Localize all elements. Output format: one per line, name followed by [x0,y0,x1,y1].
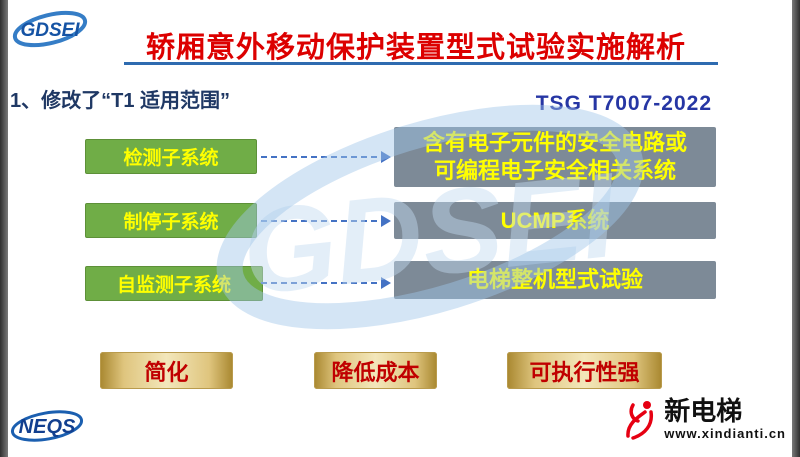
gdsei-logo-text: GDSEI [20,20,80,41]
site-name: 新电梯 [664,396,743,426]
site-url: www.xindianti.cn [664,426,786,441]
gdsei-logo: GDSEI [10,6,90,56]
subsystem-box-stopping: 制停子系统 [85,203,257,238]
benefit-lower-cost: 降低成本 [314,352,437,389]
left-edge-bar [0,0,8,457]
requirement-box-ucmp: UCMP系统 [394,202,716,239]
arrow-self-monitoring [261,277,391,289]
subsystem-box-detection: 检测子系统 [85,139,257,174]
standard-reference: TSG T7007-2022 [535,92,712,115]
neqs-logo: NEQS [8,405,86,453]
subsystem-box-self-monitoring: 自监测子系统 [85,266,263,301]
gdsei-logo-swoosh: GDSEI [12,10,88,48]
site-text: 新电梯 www.xindianti.cn [664,396,786,441]
title-underline [124,62,718,65]
arrow-detection [261,151,391,163]
requirement-box-safety-circuit: 含有电子元件的安全电路或 可编程电子安全相关系统 [394,127,716,187]
xindianti-icon [626,401,654,440]
neqs-logo-swoosh: NEQS [10,410,84,442]
benefit-simplified: 简化 [100,352,233,389]
page-title: 轿厢意外移动保护装置型式试验实施解析 [145,32,686,64]
section-heading: 1、修改了“T1 适用范围” [10,90,231,112]
neqs-logo-text: NEQS [19,416,76,438]
right-edge-bar [792,0,800,457]
arrow-stopping [261,215,391,227]
benefit-highly-executable: 可执行性强 [507,352,662,389]
requirement-box-whole-elevator-test: 电梯整机型式试验 [394,261,716,299]
site-footer: 新电梯 www.xindianti.cn [624,396,786,441]
